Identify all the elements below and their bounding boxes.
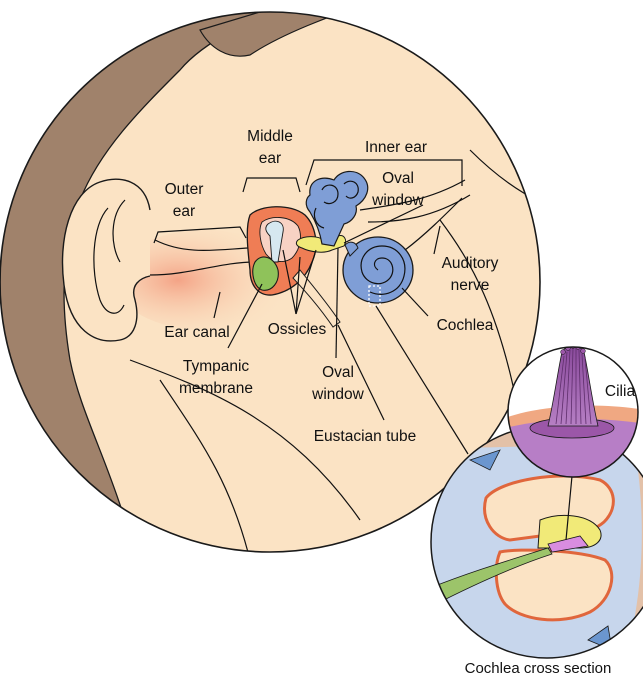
label-oval-window-bottom-line1: Oval	[322, 364, 354, 381]
label-cilia: Cilia	[605, 383, 636, 400]
tympanic-membrane-shape	[253, 257, 279, 290]
label-ossicles: Ossicles	[268, 321, 327, 338]
label-tympanic-membrane-line1: Tympanic	[183, 358, 250, 375]
label-auditory-nerve-line1: Auditory	[442, 255, 499, 272]
label-middle-ear-line1: Middle	[247, 128, 293, 145]
label-ear-canal: Ear canal	[164, 324, 229, 341]
label-middle-ear-line2: ear	[259, 150, 281, 167]
label-cochlea-cross-section: Cochlea cross section	[465, 660, 612, 677]
label-outer-ear-line1: Outer	[165, 181, 204, 198]
label-cochlea: Cochlea	[437, 317, 494, 334]
label-oval-window-top-line1: Oval	[382, 170, 414, 187]
label-eustacian-tube: Eustacian tube	[314, 428, 417, 445]
label-tympanic-membrane-line2: membrane	[179, 380, 253, 397]
label-auditory-nerve-line2: nerve	[451, 277, 490, 294]
label-outer-ear-line2: ear	[173, 203, 195, 220]
label-oval-window-top-line2: window	[371, 192, 424, 209]
label-oval-window-bottom-line2: window	[311, 386, 364, 403]
outer-ear-auricle	[63, 179, 151, 341]
label-inner-ear: Inner ear	[365, 139, 427, 156]
cochlea-shape	[343, 237, 413, 303]
